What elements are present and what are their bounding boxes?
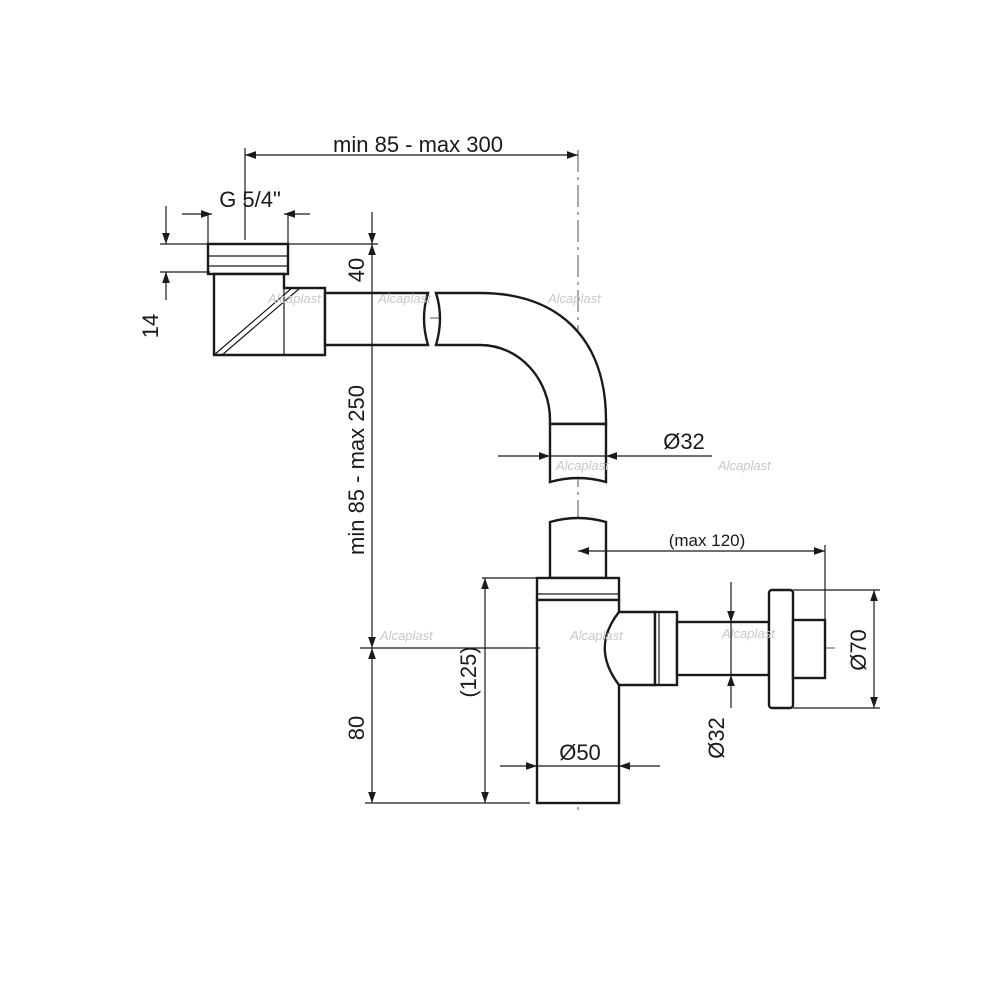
watermark-side: Alcaplast [717, 458, 772, 473]
siphon-body: Alcaplast Alcaplast [379, 576, 679, 805]
siphon-top-nut [535, 576, 621, 602]
dim-body-diameter: Ø50 [500, 740, 660, 770]
dim-body-diameter-label: Ø50 [559, 740, 601, 765]
dim-vertical-length-label: min 85 - max 250 [344, 385, 369, 555]
dim-outlet-length: (max 120) [578, 531, 826, 620]
dim-rosette-diameter-label: Ø70 [846, 629, 871, 671]
siphon-cylinder [535, 598, 621, 805]
dim-inlet-height: 40 [288, 212, 378, 282]
dim-nut-height-label: 14 [138, 314, 163, 338]
watermark-outlet: Alcaplast [721, 626, 776, 641]
watermark-bend: Alcaplast [547, 291, 602, 306]
dim-thread: G 5/4" [182, 187, 310, 244]
bent-pipe [434, 291, 608, 426]
watermark-vertical: Alcaplast [555, 458, 610, 473]
dim-drain-height: 80 [344, 648, 530, 804]
inlet-fitting: Alcaplast [206, 242, 327, 357]
watermark-inlet: Alcaplast [267, 291, 322, 306]
dim-thread-label: G 5/4" [219, 187, 281, 212]
dim-inlet-height-label: 40 [344, 258, 369, 282]
dim-horizontal-length-label: min 85 - max 300 [333, 132, 503, 157]
outlet-pipe [675, 620, 771, 677]
dim-pipe-diameter-label: Ø32 [663, 429, 705, 454]
dim-nut-height: 14 [138, 206, 210, 338]
outlet-nut [653, 610, 679, 687]
dim-outlet-diameter: Ø32 [704, 582, 735, 759]
dim-body-height-label: (125) [456, 646, 481, 697]
dim-pipe-diameter: Ø32 [498, 429, 712, 460]
vertical-pipe-lower [548, 516, 608, 580]
dim-outlet-length-label: (max 120) [669, 531, 746, 550]
dim-vertical-length: min 85 - max 250 [344, 244, 540, 649]
dim-horizontal-length: min 85 - max 300 [244, 132, 578, 240]
dim-body-height: (125) [456, 577, 537, 803]
horizontal-pipe: Alcaplast Alcaplast [323, 291, 608, 426]
vertical-pipe-upper [548, 422, 608, 484]
dim-drain-height-label: 80 [344, 716, 369, 740]
watermark-horizontal: Alcaplast [377, 291, 432, 306]
dim-outlet-diameter-label: Ø32 [704, 717, 729, 759]
wall-rosette [767, 588, 795, 710]
watermark-body: Alcaplast [569, 628, 624, 643]
vertical-pipe: Alcaplast Alcaplast [548, 422, 772, 580]
watermark-left: Alcaplast [379, 628, 434, 643]
wall-connector [791, 618, 827, 680]
outlet-assembly: Alcaplast [675, 588, 827, 710]
inlet-nut [206, 242, 290, 276]
dim-rosette-diameter: Ø70 [793, 589, 880, 709]
horizontal-pipe-left [323, 291, 430, 347]
